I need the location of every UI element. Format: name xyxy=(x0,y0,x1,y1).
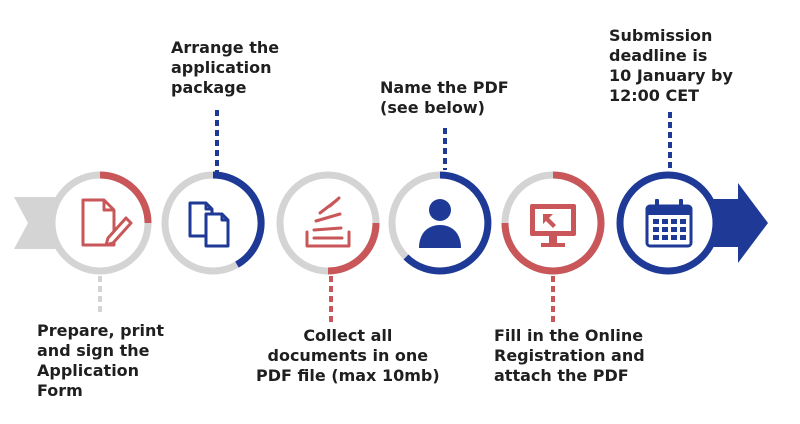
user-icon xyxy=(419,199,461,248)
step-5-line-3: attach the PDF xyxy=(494,366,629,385)
step-2-label: Arrange the application package xyxy=(171,38,279,98)
arrow-head xyxy=(712,183,768,263)
step-3-label: Collect all documents in one PDF file (m… xyxy=(256,326,440,386)
step-1-ring xyxy=(48,171,152,275)
step-6-line-1: Submission xyxy=(609,26,713,45)
step-2-line-1: Arrange the xyxy=(171,38,280,57)
step-2-line-3: package xyxy=(171,78,247,97)
step-5-line-1: Fill in the Online xyxy=(494,326,644,345)
document-stack-icon xyxy=(305,196,351,248)
monitor-cursor-icon xyxy=(530,204,576,247)
step-1-line-4: Form xyxy=(37,381,83,400)
step-1-line-3: Application xyxy=(37,361,140,380)
calendar-icon xyxy=(645,199,693,248)
step-1-line-1: Prepare, print xyxy=(37,321,164,340)
step-5-label: Fill in the Online Registration and atta… xyxy=(494,326,645,386)
step-3-ring xyxy=(276,171,380,275)
step-6-line-3: 10 January by xyxy=(609,66,733,85)
step-6-line-2: deadline is xyxy=(609,46,708,65)
step-2-line-2: application xyxy=(171,58,272,77)
step-4-label: Name the PDF (see below) xyxy=(380,78,509,118)
step-3-line-2: documents in one xyxy=(267,346,429,365)
step-4-line-1: Name the PDF xyxy=(380,78,509,97)
step-3-line-3: PDF file (max 10mb) xyxy=(256,366,440,385)
copy-documents-icon xyxy=(188,201,230,248)
step-4-ring xyxy=(388,171,492,275)
step-6-line-4: 12:00 CET xyxy=(609,86,700,105)
step-6-label: Submission deadline is 10 January by 12:… xyxy=(609,26,733,106)
step-1-label: Prepare, print and sign the Application … xyxy=(37,321,164,401)
document-pen-icon xyxy=(81,198,133,247)
step-4-line-2: (see below) xyxy=(380,98,485,117)
ribbon-tail xyxy=(14,197,55,249)
step-5-line-2: Registration and xyxy=(494,346,645,365)
step-3-line-1: Collect all xyxy=(303,326,393,345)
step-1-line-2: and sign the xyxy=(37,341,150,360)
